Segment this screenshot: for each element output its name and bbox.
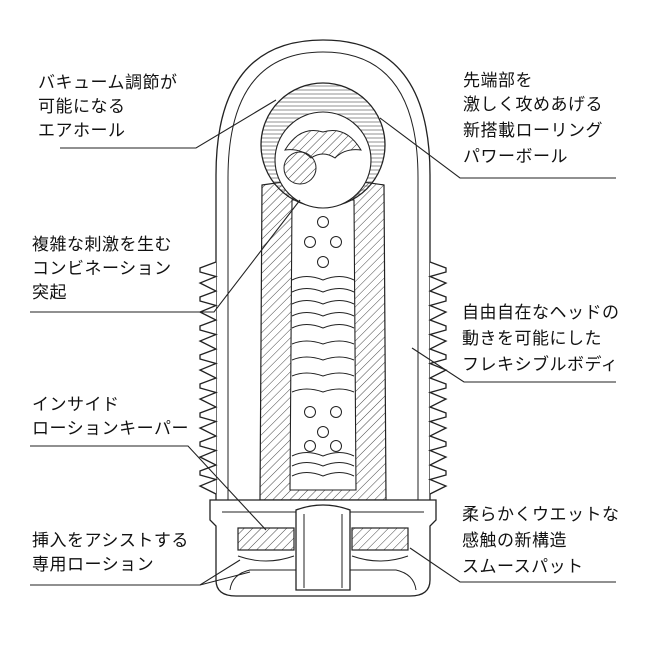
label-vacuum-air-hole: バキューム調節が 可能になる エアホール — [38, 73, 178, 141]
rolling-power-ball — [260, 82, 386, 209]
channel-ridge — [291, 356, 355, 361]
label-dedicated-lotion: 挿入をアシストする 専用ローション — [32, 531, 189, 575]
channel-bump — [304, 406, 316, 418]
base-cap — [209, 499, 437, 597]
svg-text:激しく攻めあげる: 激しく攻めあげる — [463, 95, 603, 115]
channel-bump — [317, 256, 329, 268]
channel-bump — [330, 440, 342, 452]
channel-bump — [304, 236, 316, 248]
channel-ridge — [291, 288, 355, 293]
lotion-keeper-left — [237, 527, 295, 551]
inner-sleeve — [259, 179, 387, 501]
svg-text:インサイド: インサイド — [32, 395, 120, 415]
lotion-keeper-right — [351, 527, 409, 551]
svg-text:可能になる: 可能になる — [38, 97, 126, 117]
channel-ridge — [291, 300, 355, 305]
channel-bump — [317, 216, 329, 228]
channel-bump — [304, 440, 316, 452]
channel-ridge — [291, 340, 355, 345]
label-combination-bumps: 複雑な刺激を生む コンビネーション 突起 — [32, 235, 172, 303]
svg-text:フレキシブルボディ: フレキシブルボディ — [462, 354, 618, 375]
svg-text:パワーボール: パワーボール — [463, 147, 568, 167]
svg-text:感触の新構造: 感触の新構造 — [462, 531, 567, 551]
channel-ridge — [291, 472, 355, 477]
svg-text:先端部を: 先端部を — [463, 71, 533, 91]
channel-ridge — [291, 452, 355, 457]
svg-text:突起: 突起 — [32, 283, 67, 303]
channel-ridges — [291, 276, 355, 477]
label-flexible-body: 自由自在なヘッドの 動きを可能にした フレキシブルボディ — [462, 303, 620, 375]
svg-text:新搭載ローリング: 新搭載ローリング — [463, 121, 603, 141]
label-smooth-pad: 柔らかくウエットな 感触の新構造 スムースパット — [462, 505, 620, 577]
channel-ridge — [291, 372, 355, 377]
channel-ridge — [291, 388, 355, 393]
svg-text:動きを可能にした: 動きを可能にした — [462, 329, 602, 349]
svg-text:スムースパット: スムースパット — [462, 557, 584, 577]
svg-text:柔らかくウエットな: 柔らかくウエットな — [462, 505, 620, 525]
svg-text:挿入をアシストする: 挿入をアシストする — [32, 531, 189, 551]
channel-bump — [330, 236, 342, 248]
channel-ridge — [291, 312, 355, 317]
svg-text:複雑な刺激を生む: 複雑な刺激を生む — [32, 235, 172, 255]
label-rolling-power-ball: 先端部を 激しく攻めあげる 新搭載ローリング パワーボール — [463, 71, 603, 167]
svg-text:ローションキーパー: ローションキーパー — [32, 419, 189, 439]
channel-ridge — [291, 276, 355, 281]
svg-text:バキューム調節が: バキューム調節が — [38, 73, 178, 93]
channel-bump — [330, 406, 342, 418]
channel-ridge — [291, 462, 355, 467]
leader-lines — [30, 99, 616, 586]
svg-text:自由自在なヘッドの: 自由自在なヘッドの — [462, 303, 620, 323]
label-inside-lotion-keeper: インサイド ローションキーパー — [32, 395, 189, 439]
svg-text:専用ローション: 専用ローション — [32, 555, 154, 575]
channel-bump — [317, 426, 329, 438]
smooth-pad — [237, 555, 409, 562]
svg-text:エアホール: エアホール — [38, 121, 126, 141]
bellows — [198, 261, 448, 495]
svg-text:コンビネーション: コンビネーション — [32, 259, 172, 279]
channel-ridge — [291, 324, 355, 329]
